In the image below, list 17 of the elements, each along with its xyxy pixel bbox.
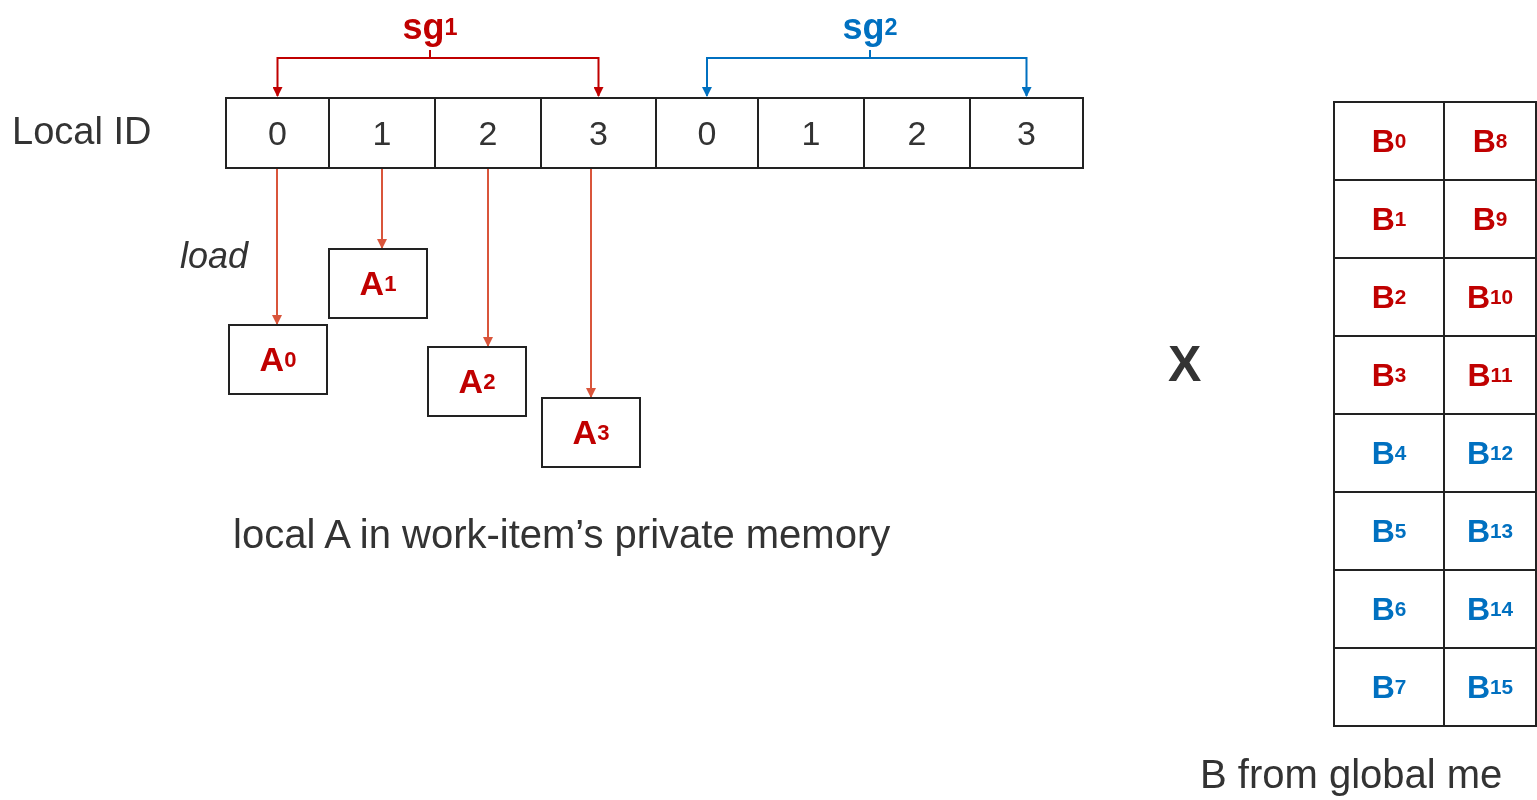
edge-label: load <box>180 235 249 277</box>
id-cell: 1 <box>757 97 865 169</box>
arrow <box>586 168 596 398</box>
id-cell: 0 <box>655 97 759 169</box>
id-cell: 3 <box>540 97 657 169</box>
row-label: Local ID <box>12 110 152 153</box>
id-cell: 0 <box>225 97 330 169</box>
caption-text: B from global me <box>1200 752 1503 797</box>
arrow <box>483 168 493 347</box>
id-cell: 2 <box>434 97 542 169</box>
arrow <box>272 168 282 325</box>
caption-text: local A in work-item’s private memory <box>233 512 891 557</box>
multiply-sign: X <box>1168 335 1202 393</box>
id-cell: 3 <box>969 97 1084 169</box>
id-cell: 2 <box>863 97 971 169</box>
id-cell: 1 <box>328 97 436 169</box>
arrow <box>377 168 387 249</box>
